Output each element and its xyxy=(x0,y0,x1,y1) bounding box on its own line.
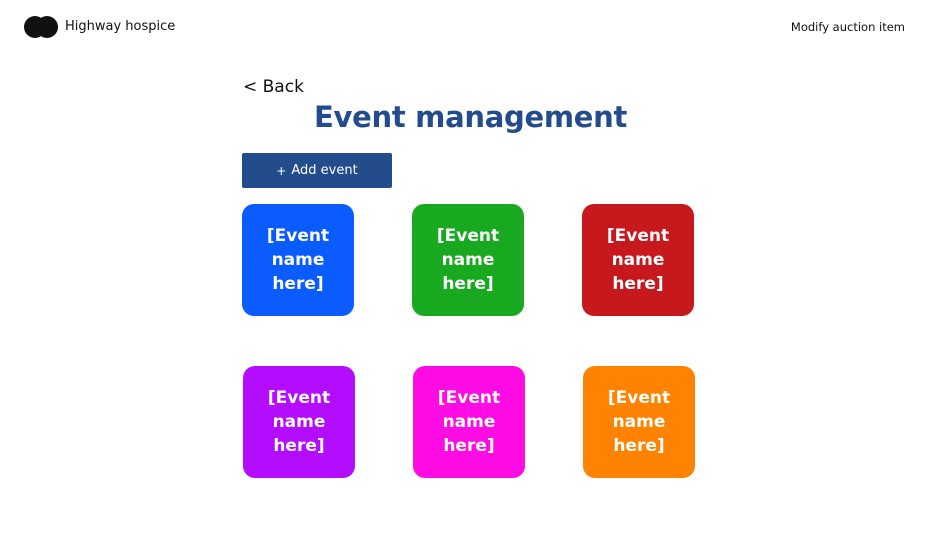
event-tile-label: [Event name here] xyxy=(266,226,330,294)
brand-name[interactable]: Highway hospice xyxy=(65,19,176,34)
event-tile[interactable]: [Event name here] xyxy=(243,366,355,478)
event-tile[interactable]: [Event name here] xyxy=(582,204,694,316)
event-tile-label: [Event name here] xyxy=(437,388,501,456)
event-tile-label: [Event name here] xyxy=(436,226,500,294)
add-event-button[interactable]: + Add event xyxy=(242,153,392,188)
event-tile[interactable]: [Event name here] xyxy=(242,204,354,316)
event-tile[interactable]: [Event name here] xyxy=(412,204,524,316)
event-tile-label: [Event name here] xyxy=(607,388,671,456)
event-tile[interactable]: [Event name here] xyxy=(413,366,525,478)
event-tile[interactable]: [Event name here] xyxy=(583,366,695,478)
back-link[interactable]: < Back xyxy=(243,77,304,97)
logo-circle-right xyxy=(36,16,58,38)
modify-auction-item-link[interactable]: Modify auction item xyxy=(790,20,905,34)
event-tile-label: [Event name here] xyxy=(606,226,670,294)
plus-icon: + xyxy=(276,163,287,178)
event-tile-label: [Event name here] xyxy=(267,388,331,456)
add-event-label: Add event xyxy=(291,163,358,178)
page-title: Event management xyxy=(314,100,628,134)
logo-icon[interactable] xyxy=(24,16,58,38)
